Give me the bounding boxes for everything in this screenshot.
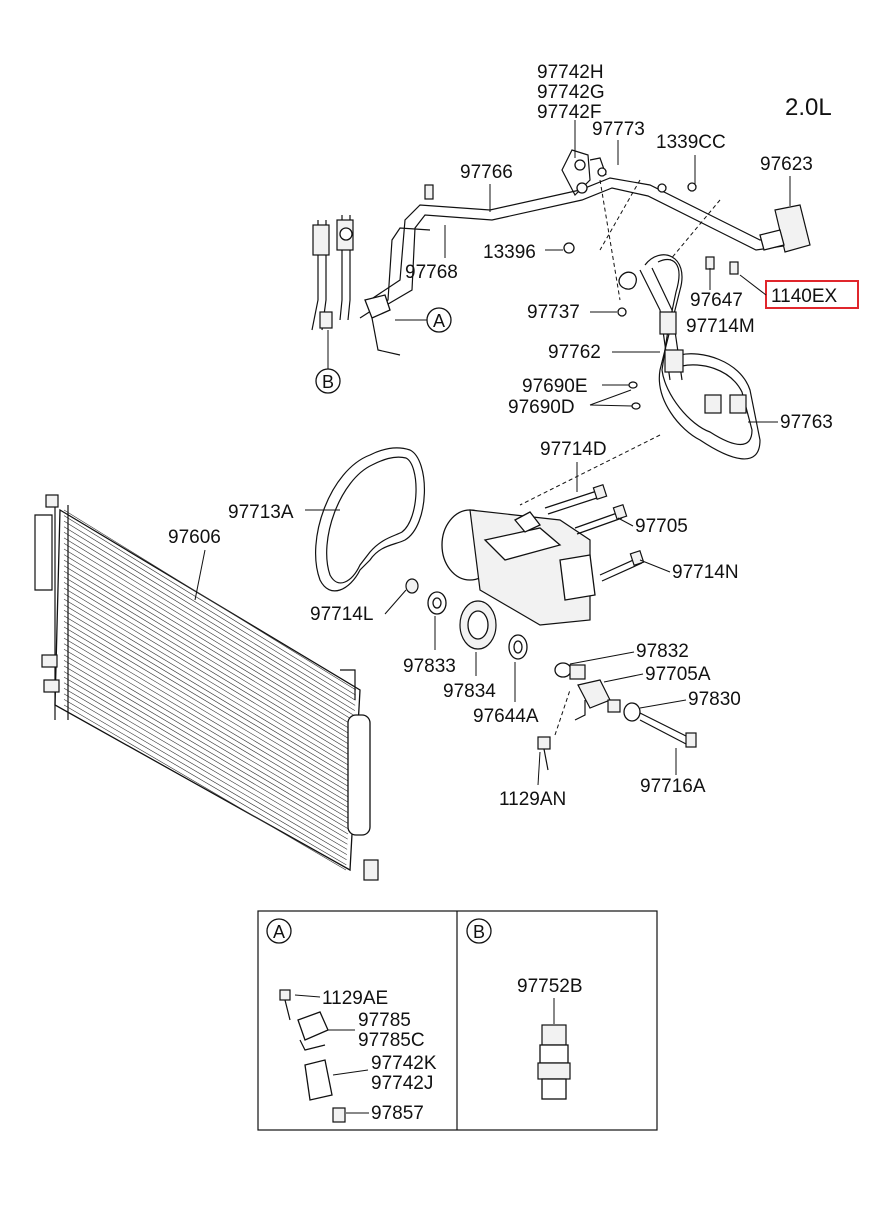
label-97834: 97834: [443, 681, 496, 702]
condenser-fin: [63, 621, 351, 794]
condenser: [34, 494, 379, 881]
detail-b-part: [537, 1024, 571, 1100]
compressor: [441, 483, 645, 626]
label-1129AN: 1129AN: [499, 789, 566, 810]
label-97752B: 97752B: [517, 976, 583, 997]
condenser-fin: [63, 598, 352, 773]
condenser-fin: [63, 615, 351, 788]
condenser-fin: [63, 571, 354, 747]
label-97742G: 97742G: [537, 82, 605, 103]
label-97773: 97773: [592, 119, 645, 140]
label-97766: 97766: [460, 162, 513, 183]
condenser-fin: [63, 532, 356, 711]
label-97705A: 97705A: [645, 664, 711, 685]
engine-label: 2.0L: [785, 94, 832, 121]
condenser-fin: [63, 676, 348, 845]
label-97714N: 97714N: [672, 562, 739, 583]
label-97762: 97762: [548, 342, 601, 363]
label-97647: 97647: [690, 290, 743, 311]
label-13396: 13396: [483, 242, 536, 263]
condenser-fin: [63, 610, 352, 783]
label-97606: 97606: [168, 527, 221, 548]
dashed-leaders: [519, 179, 721, 736]
label-97830: 97830: [688, 689, 741, 710]
condenser-fin: [63, 688, 348, 855]
label-1140EX: 1140EX: [771, 286, 838, 307]
condenser-fin: [63, 509, 357, 691]
condenser-fin: [63, 660, 349, 830]
callout-b-letter: B: [322, 372, 334, 392]
label-97690D: 97690D: [508, 397, 575, 418]
label-97857: 97857: [371, 1103, 424, 1124]
condenser-fin: [63, 565, 354, 742]
label-97785C: 97785C: [358, 1030, 425, 1051]
condenser-fin: [63, 554, 354, 732]
condenser-fin: [63, 604, 352, 778]
condenser-fin: [63, 593, 352, 768]
detail-b-letter: B: [473, 922, 485, 942]
condenser-fin: [63, 582, 353, 758]
label-97785: 97785: [358, 1010, 411, 1031]
label-97742F: 97742F: [537, 102, 601, 123]
condenser-fin: [63, 543, 355, 722]
control-valve-parts: [537, 662, 697, 771]
condenser-fin: [63, 682, 348, 850]
detail-a-letter: A: [273, 922, 285, 942]
condenser-fin: [63, 699, 347, 866]
label-97705: 97705: [635, 516, 688, 537]
label-97742H: 97742H: [537, 62, 604, 83]
callout-a-letter: A: [433, 311, 445, 331]
label-97690E: 97690E: [522, 376, 588, 397]
label-97623: 97623: [760, 154, 813, 175]
condenser-fin: [63, 520, 356, 701]
detail-box: [257, 910, 658, 1131]
condenser-fin: [63, 576, 353, 752]
detail-a-circle: [266, 918, 292, 944]
label-97742J: 97742J: [371, 1073, 433, 1094]
detail-a-parts: [279, 989, 346, 1123]
condenser-fin: [63, 515, 356, 696]
suction-discharge-pipes: [311, 149, 811, 460]
drive-belt: [315, 447, 426, 592]
detail-b-circle: [466, 918, 492, 944]
label-97768: 97768: [405, 262, 458, 283]
label-97742K: 97742K: [371, 1053, 437, 1074]
label-1129AE: 1129AE: [322, 988, 388, 1009]
condenser-fin: [63, 693, 347, 860]
condenser-fin: [63, 626, 351, 799]
label-97716A: 97716A: [640, 776, 706, 797]
condenser-fin: [63, 637, 350, 809]
label-97714M: 97714M: [686, 316, 755, 337]
condenser-fin: [63, 643, 350, 814]
clutch-parts: [405, 578, 528, 660]
condenser-fin: [63, 587, 353, 763]
label-97714D: 97714D: [540, 439, 607, 460]
label-97714L: 97714L: [310, 604, 373, 625]
label-97763: 97763: [780, 412, 833, 433]
condenser-fin: [63, 559, 354, 737]
condenser-fin: [63, 632, 350, 804]
condenser-fin: [63, 654, 349, 824]
label-97832: 97832: [636, 641, 689, 662]
condenser-fin: [63, 526, 356, 706]
condenser-fin: [63, 548, 355, 727]
condenser-fin: [63, 671, 348, 840]
condenser-fin: [63, 704, 347, 871]
condenser-fin: [63, 537, 355, 716]
label-97737: 97737: [527, 302, 580, 323]
condenser-fin: [63, 665, 349, 835]
label-97713A: 97713A: [228, 502, 294, 523]
label-97833: 97833: [403, 656, 456, 677]
condenser-fin: [63, 649, 350, 819]
label-1339CC: 1339CC: [656, 132, 726, 153]
label-97644A: 97644A: [473, 706, 539, 727]
